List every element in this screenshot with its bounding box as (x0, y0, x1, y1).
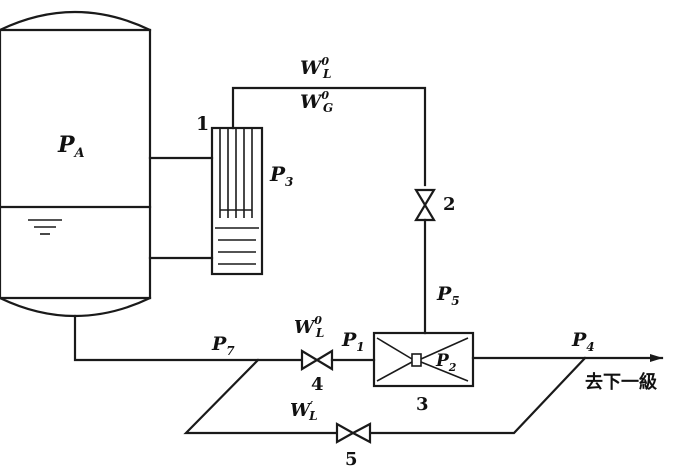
valve-5-icon (335, 422, 372, 444)
gas-pipe-top (231, 86, 427, 187)
label-pa: PA (57, 132, 85, 161)
label-p7: P7 (211, 333, 235, 358)
destination-label: 去下一級 (585, 371, 657, 393)
mixer-3 (372, 331, 475, 388)
label-p3: P3 (269, 162, 293, 189)
component-number-5: 5 (345, 449, 358, 470)
liquid-level-icon (28, 219, 62, 235)
label-p4: P4 (571, 329, 595, 354)
valve-2-icon (414, 188, 436, 222)
separator-1 (210, 126, 264, 276)
component-number-3: 3 (416, 394, 429, 415)
label-p5: P5 (436, 283, 460, 308)
valve-4-icon (300, 349, 334, 371)
tank-to-separator-pipes (148, 156, 214, 260)
component-number-2: 2 (443, 194, 456, 215)
tank-a (0, 11, 152, 317)
bypass-pipe (183, 356, 587, 435)
label-p2: P2 (435, 351, 457, 374)
component-number-4: 4 (311, 374, 324, 395)
label-p1: P1 (341, 329, 365, 354)
liquid-pipe-bottom (73, 314, 302, 362)
label-wl-bypass: W′L (290, 399, 318, 423)
component-number-1: 1 (196, 113, 209, 135)
